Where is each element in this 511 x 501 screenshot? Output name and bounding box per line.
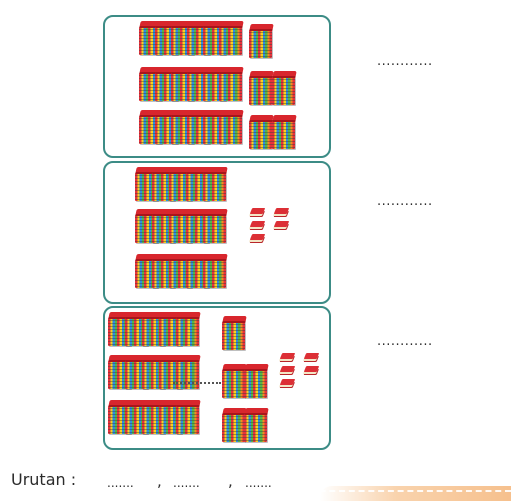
order-label: Urutan :	[11, 470, 77, 489]
books-group-3	[103, 306, 331, 450]
book-stack-100	[203, 215, 226, 243]
order-slot-1[interactable]: .......	[107, 476, 134, 490]
book-stack-100	[203, 173, 226, 201]
books-group-1	[103, 15, 331, 158]
order-slot-3[interactable]: .......	[245, 476, 272, 490]
book-stack-10	[222, 370, 245, 398]
single-book	[279, 353, 296, 359]
single-book	[249, 234, 266, 240]
order-separator: ,	[157, 472, 162, 490]
single-book	[273, 208, 290, 214]
dotted-separator-line	[173, 382, 221, 384]
book-stack-10	[222, 414, 245, 442]
book-stack-10	[249, 121, 272, 149]
book-stack-10	[244, 370, 267, 398]
answer-blank-3[interactable]: ............	[377, 334, 433, 349]
single-book	[249, 221, 266, 227]
order-slot-2[interactable]: .......	[173, 476, 200, 490]
book-stack-10	[272, 121, 295, 149]
decorative-footer-bar	[320, 486, 511, 501]
book-stack-100	[219, 116, 242, 144]
single-book	[279, 366, 296, 372]
book-stack-100	[219, 73, 242, 101]
book-stack-100	[176, 361, 199, 389]
books-group-2	[103, 161, 331, 304]
book-stack-100	[203, 260, 226, 288]
book-stack-10	[222, 322, 245, 350]
book-stack-100	[176, 406, 199, 434]
answer-blank-1[interactable]: ............	[377, 54, 433, 69]
order-separator: ,	[228, 472, 233, 490]
book-stack-100	[176, 318, 199, 346]
single-book	[279, 379, 296, 385]
book-stack-10	[249, 77, 272, 105]
decorative-dashed-line	[300, 490, 511, 492]
single-book	[303, 353, 320, 359]
single-book	[249, 208, 266, 214]
single-book	[273, 221, 290, 227]
book-stack-10	[272, 77, 295, 105]
book-stack-100	[219, 27, 242, 55]
book-stack-10	[249, 30, 272, 58]
book-stack-10	[244, 414, 267, 442]
answer-blank-2[interactable]: ............	[377, 194, 433, 209]
single-book	[303, 366, 320, 372]
